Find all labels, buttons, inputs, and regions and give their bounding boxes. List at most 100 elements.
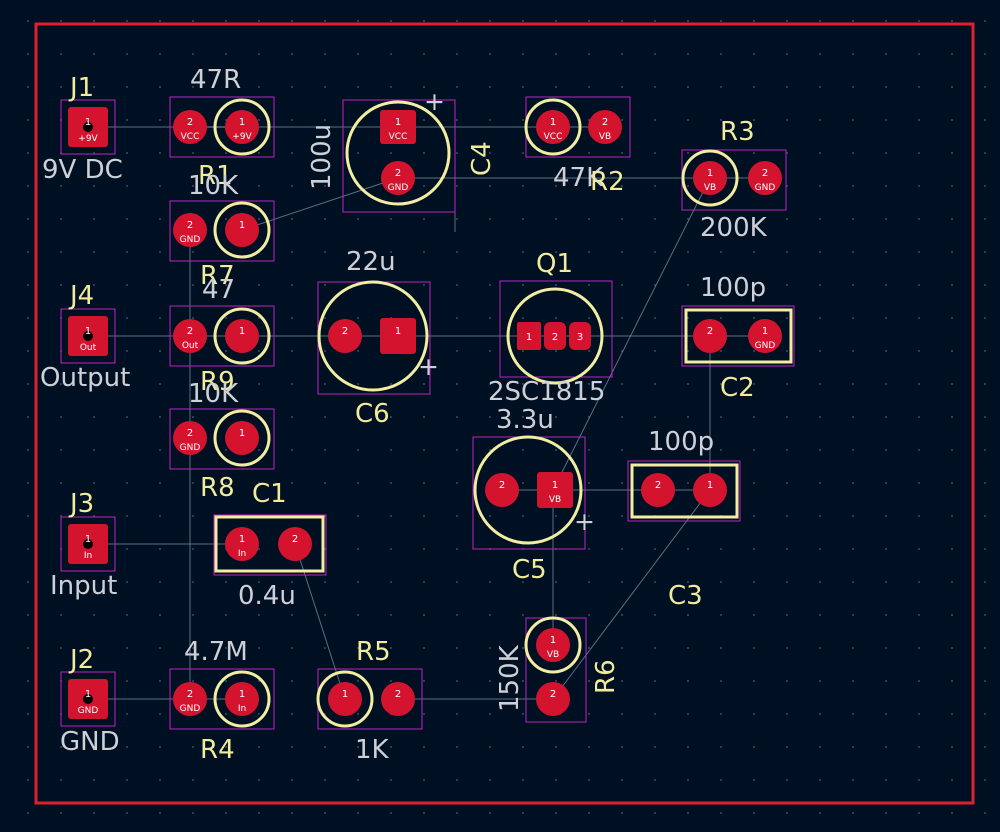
r6-pad-1[interactable]: [536, 628, 570, 662]
c6-pad-1[interactable]: [380, 318, 416, 354]
r1-pad-1[interactable]: [225, 110, 259, 144]
component-r3[interactable]: 1 VB 2 GND R3 200K: [681, 117, 787, 243]
c5-reference: C5: [512, 555, 547, 585]
component-r4[interactable]: 2 GND 1 In 4.7M R4: [169, 637, 275, 765]
c6-reference: C6: [355, 399, 390, 429]
r8-pad1-number: 1: [239, 428, 245, 439]
j1-reference: J1: [68, 73, 94, 103]
c3-reference: C3: [668, 581, 703, 611]
r9-pad2-net: Out: [182, 341, 199, 351]
r3-value: 200K: [700, 213, 768, 243]
c3-value: 100p: [648, 427, 714, 457]
c4-pad-1[interactable]: [380, 110, 416, 144]
r8-pad-2[interactable]: [173, 421, 207, 455]
c2-reference: C2: [720, 373, 755, 403]
r9-value: 47: [202, 275, 235, 305]
component-j2[interactable]: 1 GND J2 GND: [60, 645, 120, 757]
r4-pad-2[interactable]: [173, 682, 207, 716]
r7-pad-1[interactable]: [225, 213, 259, 247]
c6-pad1-number: 1: [395, 326, 401, 337]
component-r8[interactable]: 2 GND 1 10K R8: [169, 379, 275, 503]
r6-value: 150K: [495, 644, 525, 712]
c1-pad-2[interactable]: [278, 527, 312, 561]
c1-pad-1[interactable]: [225, 527, 259, 561]
r3-pad-1[interactable]: [693, 161, 727, 195]
c4-pad-2[interactable]: [381, 161, 415, 195]
c1-reference: C1: [252, 479, 287, 509]
c6-value: 22u: [346, 247, 396, 277]
component-r6[interactable]: 1 VB 2 150K R6: [495, 616, 621, 723]
c2-pad-2[interactable]: [693, 319, 727, 353]
component-c1[interactable]: 1 In 2 C1 0.4u: [213, 479, 327, 611]
r2-pad-2[interactable]: [588, 110, 622, 144]
r2-silkscreen: [524, 98, 582, 156]
r2-pad2-number: 2: [602, 117, 608, 128]
c6-pad2-number: 2: [342, 326, 348, 337]
component-c4[interactable]: 1 VCC 2 GND + 100u C4: [307, 87, 497, 213]
c4-pad1-net: VCC: [389, 132, 408, 142]
c4-pad2-net: GND: [388, 183, 409, 193]
r5-pad1-number: 1: [342, 689, 348, 700]
q1-pad-2[interactable]: [544, 322, 566, 350]
component-r9[interactable]: 2 Out 1 47 R9: [169, 275, 275, 397]
component-r5[interactable]: 1 2 R5 1K: [316, 637, 423, 765]
r9-pad-1[interactable]: [225, 319, 259, 353]
r1-pad2-number: 2: [187, 117, 193, 128]
j3-courtyard: [60, 516, 116, 572]
r2-pad2-net: VB: [599, 132, 611, 142]
c5-pad1-net: VB: [549, 495, 561, 505]
component-j1[interactable]: 1 +9V J1 9V DC: [42, 73, 123, 185]
r5-pad-1[interactable]: [328, 682, 362, 716]
component-c2[interactable]: 2 1 GND 100p C2: [681, 273, 795, 403]
r9-pad1-number: 1: [239, 326, 245, 337]
r7-pad2-net: GND: [180, 235, 201, 245]
c4-value: 100u: [307, 124, 337, 190]
j4-pad-number: 1: [85, 326, 91, 337]
component-j4[interactable]: 1 Out J4 Output: [40, 281, 130, 393]
c3-pad1-number: 1: [707, 480, 713, 491]
j1-courtyard: [60, 99, 116, 155]
c1-pad1-net: In: [238, 549, 246, 559]
r1-reference: R1: [198, 161, 233, 191]
component-c3[interactable]: 2 1 100p C3: [627, 427, 741, 611]
r1-pad-2[interactable]: [173, 110, 207, 144]
j2-value: GND: [60, 727, 120, 757]
component-r7[interactable]: 2 GND 1 10K R7: [169, 171, 275, 291]
c3-pad-2[interactable]: [641, 473, 675, 507]
r8-pad-1[interactable]: [225, 421, 259, 455]
c2-pad-1[interactable]: [748, 319, 782, 353]
q1-reference: Q1: [536, 249, 573, 279]
component-j3[interactable]: 1 In J3 Input: [50, 489, 117, 601]
component-c5[interactable]: 2 1 VB + 3.3u C5: [472, 405, 595, 585]
r8-pad2-number: 2: [187, 428, 193, 439]
r6-pad-2[interactable]: [536, 682, 570, 716]
r2-pad-1[interactable]: [536, 110, 570, 144]
r3-pad-2[interactable]: [748, 161, 782, 195]
r5-pad-2[interactable]: [381, 682, 415, 716]
c5-polarity-mark: +: [574, 507, 595, 536]
c6-pad-2[interactable]: [328, 319, 362, 353]
c5-pad-2[interactable]: [485, 473, 519, 507]
c4-pad1-number: 1: [395, 117, 401, 128]
q1-pad-1[interactable]: [517, 322, 541, 350]
component-r2[interactable]: 1 VCC 2 VB 47K R2: [524, 96, 631, 197]
c3-pad-1[interactable]: [693, 473, 727, 507]
r4-pad-1[interactable]: [225, 682, 259, 716]
c5-pad-1[interactable]: [537, 472, 573, 508]
j3-pad-net: In: [84, 551, 92, 561]
component-q1[interactable]: 1 2 3 Q1 2SC1815: [488, 249, 613, 407]
component-r1[interactable]: 2 VCC 1 +9V 47R R1: [169, 65, 275, 191]
r2-pad1-number: 1: [550, 117, 556, 128]
component-c6[interactable]: 2 1 + 22u C6: [317, 247, 439, 429]
c3-silkscreen: [630, 463, 739, 519]
r9-pad-2[interactable]: [173, 319, 207, 353]
q1-pad-3[interactable]: [569, 322, 591, 350]
j4-courtyard: [60, 308, 116, 364]
r4-silkscreen: [213, 670, 271, 728]
c5-silkscreen: [473, 435, 583, 545]
q1-pad3-number: 3: [577, 332, 583, 343]
c3-pad2-number: 2: [655, 480, 661, 491]
r7-pad-2[interactable]: [173, 213, 207, 247]
r7-value: 10K: [188, 171, 239, 201]
